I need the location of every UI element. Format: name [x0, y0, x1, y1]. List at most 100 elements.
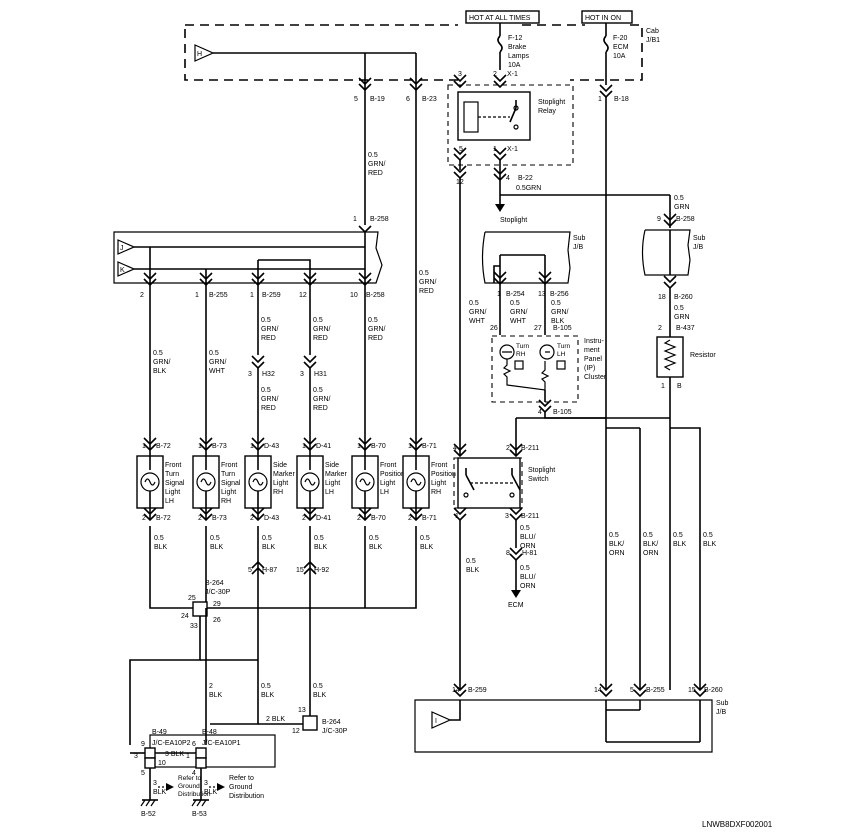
wire-label: BLK: [210, 544, 224, 551]
svg-text:BLK/: BLK/: [609, 541, 624, 548]
svg-text:B-211: B-211: [521, 445, 539, 452]
lamp-pin: 1: [250, 443, 254, 450]
svg-text:BLK: BLK: [153, 789, 167, 796]
svg-text:Turn: Turn: [557, 343, 571, 350]
svg-text:5: 5: [630, 687, 634, 694]
svg-text:0.5: 0.5: [261, 387, 271, 394]
svg-text:BLK: BLK: [313, 692, 327, 699]
wire-label: BLK: [262, 544, 276, 551]
svg-text:1: 1: [186, 753, 190, 760]
svg-text:5: 5: [354, 96, 358, 103]
svg-text:3: 3: [248, 371, 252, 378]
svg-text:ORN: ORN: [609, 550, 625, 557]
svg-text:ECM: ECM: [613, 44, 629, 51]
lamp-label: Front: [221, 462, 237, 469]
svg-text:Distribution: Distribution: [178, 791, 211, 798]
svg-text:B-105: B-105: [553, 325, 572, 332]
svg-text:13: 13: [298, 707, 306, 714]
lamp-label: Light: [221, 489, 236, 496]
svg-text:0.5: 0.5: [520, 565, 530, 572]
lamp-label: Marker: [325, 471, 347, 478]
lamp-label: Light: [273, 480, 288, 487]
svg-text:B-437: B-437: [676, 325, 695, 332]
svg-text:ORN: ORN: [643, 550, 659, 557]
svg-text:B-258: B-258: [676, 216, 695, 223]
ground-icon: [140, 799, 158, 807]
svg-text:RED: RED: [313, 405, 328, 412]
svg-text:2: 2: [506, 445, 510, 452]
svg-text:BLK: BLK: [466, 567, 480, 574]
svg-text:HOT AT ALL TIMES: HOT AT ALL TIMES: [469, 15, 531, 22]
hot-in-on-box: HOT IN ON: [581, 10, 633, 24]
svg-text:RED: RED: [368, 170, 383, 177]
svg-text:H32: H32: [262, 371, 275, 378]
svg-text:B-258: B-258: [366, 292, 385, 299]
svg-text:F-20: F-20: [613, 35, 628, 42]
svg-text:H31: H31: [314, 371, 327, 378]
svg-text:4: 4: [453, 445, 457, 452]
svg-text:GRN/: GRN/: [419, 279, 437, 286]
svg-text:0.5: 0.5: [551, 300, 561, 307]
svg-text:BLK: BLK: [673, 541, 687, 548]
svg-text:GRN: GRN: [674, 204, 690, 211]
svg-text:4: 4: [192, 770, 196, 777]
svg-text:B-260: B-260: [704, 687, 723, 694]
svg-text:BLK: BLK: [209, 692, 223, 699]
fuse-f12: F-12 Brake Lamps 10A: [497, 23, 530, 70]
lamp-label: Side: [273, 462, 287, 469]
svg-text:WHT: WHT: [510, 318, 527, 325]
svg-text:H: H: [197, 51, 202, 58]
svg-text:J: J: [120, 245, 124, 252]
svg-text:0.5: 0.5: [609, 532, 619, 539]
svg-text:0.5: 0.5: [153, 350, 163, 357]
lamp-label: RH: [273, 489, 283, 496]
svg-text:12: 12: [292, 728, 300, 735]
svg-text:J/C-EA10P2: J/C-EA10P2: [152, 740, 191, 747]
svg-text:0.5: 0.5: [368, 317, 378, 324]
svg-text:Stoplight: Stoplight: [528, 467, 555, 474]
svg-text:Refer to: Refer to: [229, 775, 254, 782]
svg-text:Lamps: Lamps: [508, 53, 530, 60]
lamp-connector: D-41: [316, 515, 331, 522]
wire-label: 0.5: [154, 535, 164, 542]
svg-text:GRN: GRN: [674, 314, 690, 321]
svg-text:5: 5: [141, 770, 145, 777]
bottom-sub-jb: I Sub J/B: [414, 699, 729, 753]
svg-text:27: 27: [534, 325, 542, 332]
sub-jb-right: Sub J/B: [641, 229, 706, 276]
svg-text:RED: RED: [261, 405, 276, 412]
svg-text:B-18: B-18: [614, 96, 629, 103]
svg-text:2: 2: [658, 325, 662, 332]
svg-text:5: 5: [248, 567, 252, 574]
svg-text:10: 10: [158, 760, 166, 767]
lamp-label: Front: [431, 462, 447, 469]
svg-text:1: 1: [661, 383, 665, 390]
lamp-label: Light: [325, 480, 340, 487]
svg-text:Panel: Panel: [584, 356, 602, 363]
lamp-label: LH: [380, 489, 389, 496]
svg-text:H-92: H-92: [314, 567, 329, 574]
svg-text:Switch: Switch: [528, 476, 549, 483]
svg-text:B-254: B-254: [506, 291, 525, 298]
svg-text:J/B: J/B: [716, 709, 726, 716]
lamp-label: Position: [380, 471, 405, 478]
svg-text:0.5: 0.5: [674, 305, 684, 312]
sub-jb-middle: Sub J/B: [481, 231, 586, 284]
wire-label: BLK: [420, 544, 434, 551]
lamp-pin: 2: [142, 515, 146, 522]
svg-text:10A: 10A: [508, 62, 521, 69]
svg-text:ECM: ECM: [508, 602, 524, 609]
svg-text:BLK: BLK: [703, 541, 717, 548]
svg-text:9: 9: [657, 216, 661, 223]
svg-text:3: 3: [458, 71, 462, 78]
svg-text:3: 3: [153, 780, 157, 787]
refer-ground-2: Refer to Ground Distribution: [209, 775, 264, 800]
lamp-label: Front: [380, 462, 396, 469]
lamp-connector: B-73: [212, 443, 227, 450]
svg-text:ment: ment: [584, 347, 600, 354]
lamp-connector: D-43: [264, 443, 279, 450]
stoplight-switch: 4 2 B-211 Stoplight Switch 1 3 B-211: [453, 443, 555, 522]
wire-label: BLK: [314, 544, 328, 551]
svg-text:1: 1: [493, 146, 497, 153]
